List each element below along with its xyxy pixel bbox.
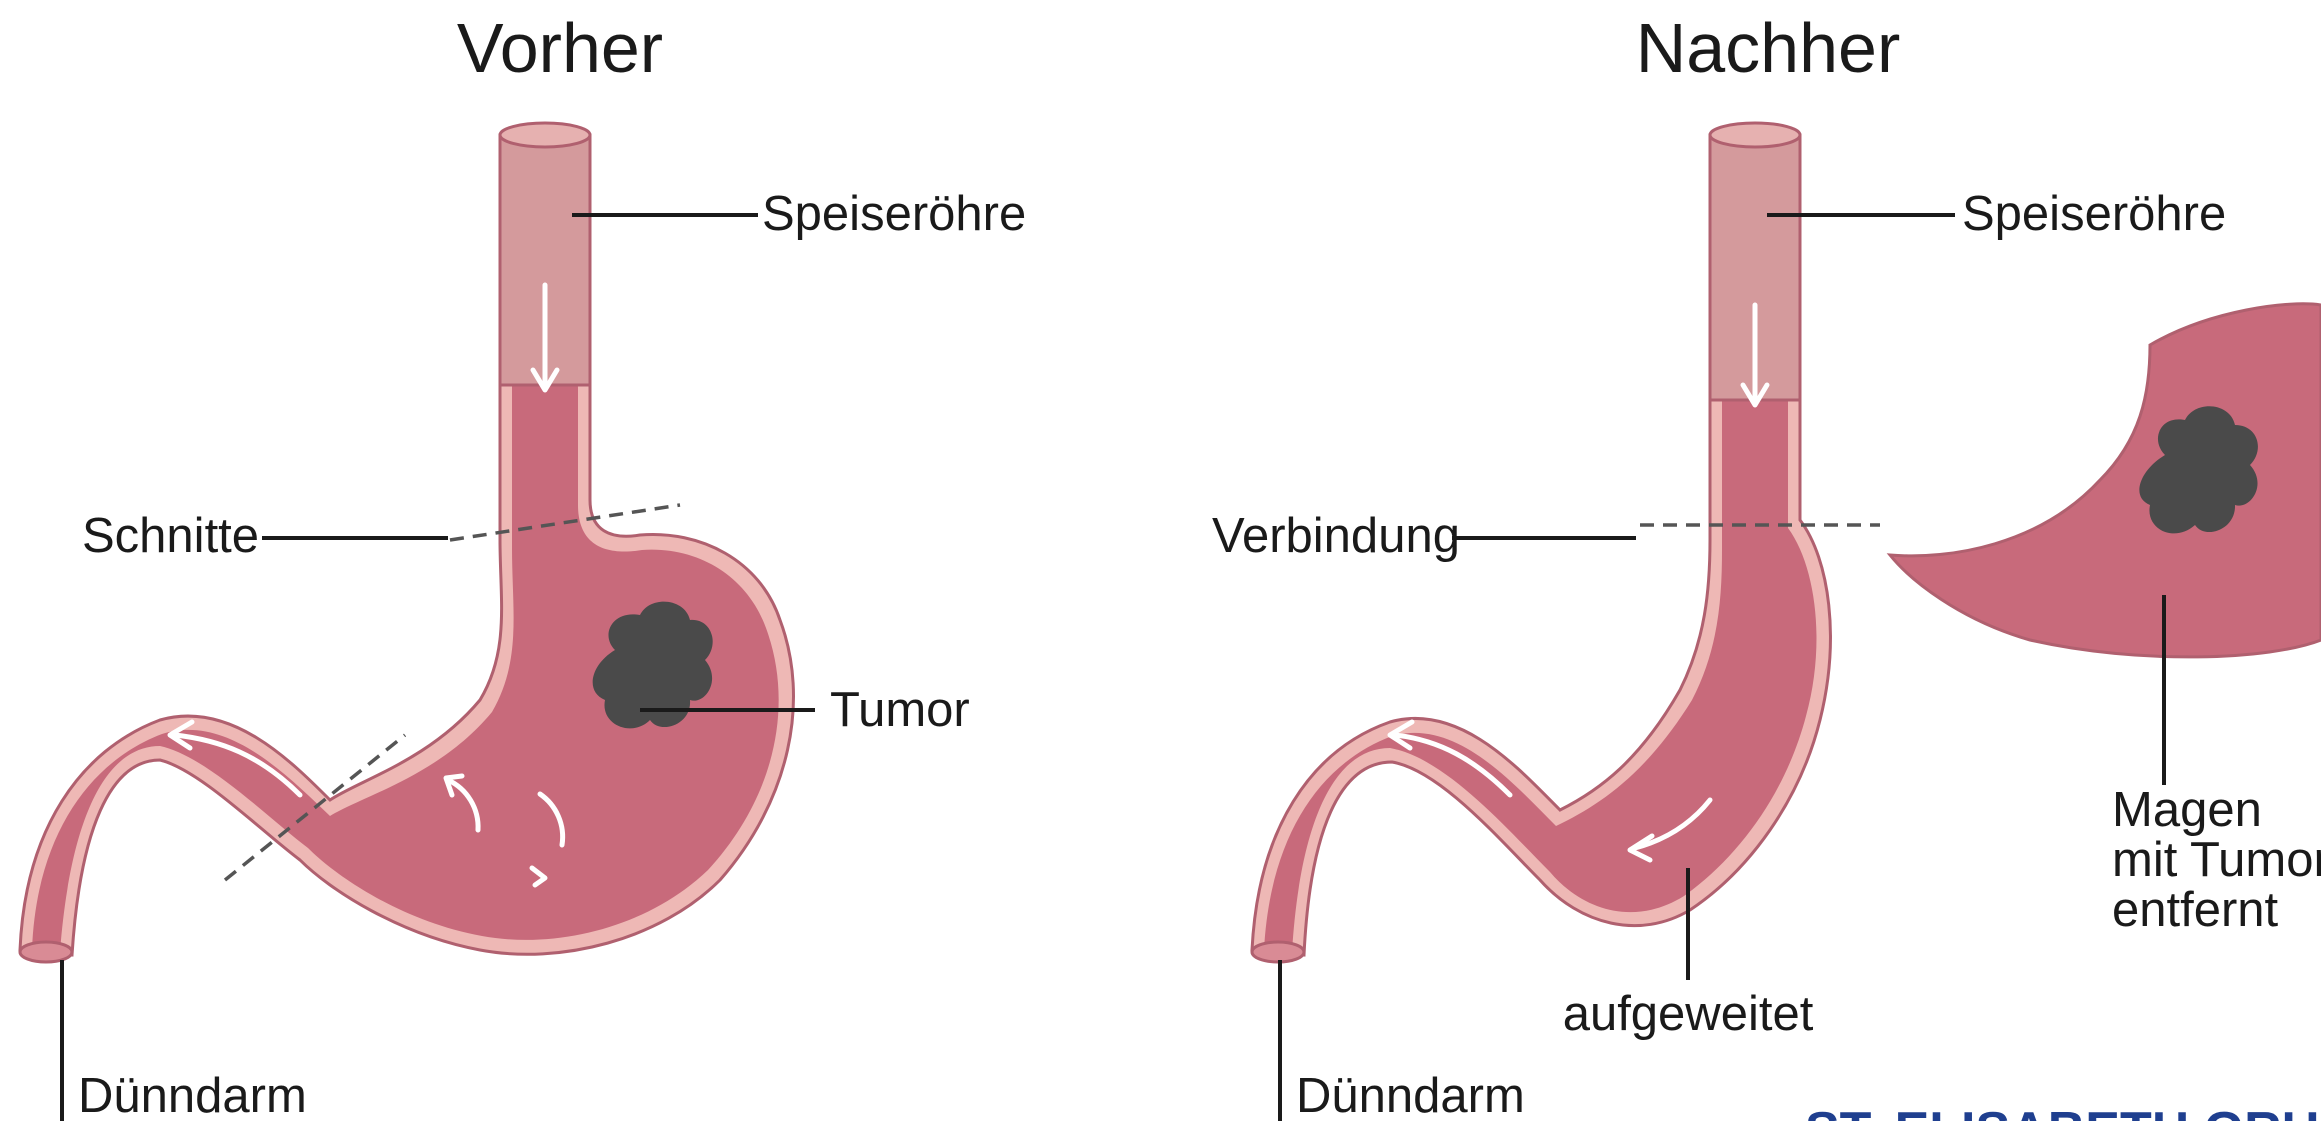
after-title: Nachher xyxy=(1636,9,1901,87)
before-cuts-label: Schnitte xyxy=(82,509,259,563)
removed-label-line2: mit Tumor xyxy=(2112,833,2321,887)
after-intestine-label: Dünndarm xyxy=(1296,1069,1525,1121)
before-intestine-label: Dünndarm xyxy=(78,1069,307,1121)
before-intestine-end xyxy=(20,942,72,962)
after-esophagus-opening xyxy=(1710,123,1800,147)
before-title: Vorher xyxy=(457,9,663,87)
before-esophagus-label: Speiseröhre xyxy=(762,187,1026,241)
before-tumor-label: Tumor xyxy=(830,683,970,737)
before-panel: Vorher Speiseröhre xyxy=(20,9,1026,1121)
removed-label-line1: Magen xyxy=(2112,783,2262,837)
before-esophagus-opening xyxy=(500,123,590,147)
brand-wordmark: ST. ELISABETH GRUPPE xyxy=(1805,1102,2321,1121)
after-panel: Nachher Speiseröhre Verbindung aufg xyxy=(1212,9,2321,1121)
after-widened-label: aufgeweitet xyxy=(1563,987,1814,1041)
after-esophagus-label: Speiseröhre xyxy=(1962,187,2226,241)
after-intestine-end xyxy=(1252,942,1304,962)
removed-label-line3: entfernt xyxy=(2112,883,2279,937)
after-connection-label: Verbindung xyxy=(1212,509,1460,563)
